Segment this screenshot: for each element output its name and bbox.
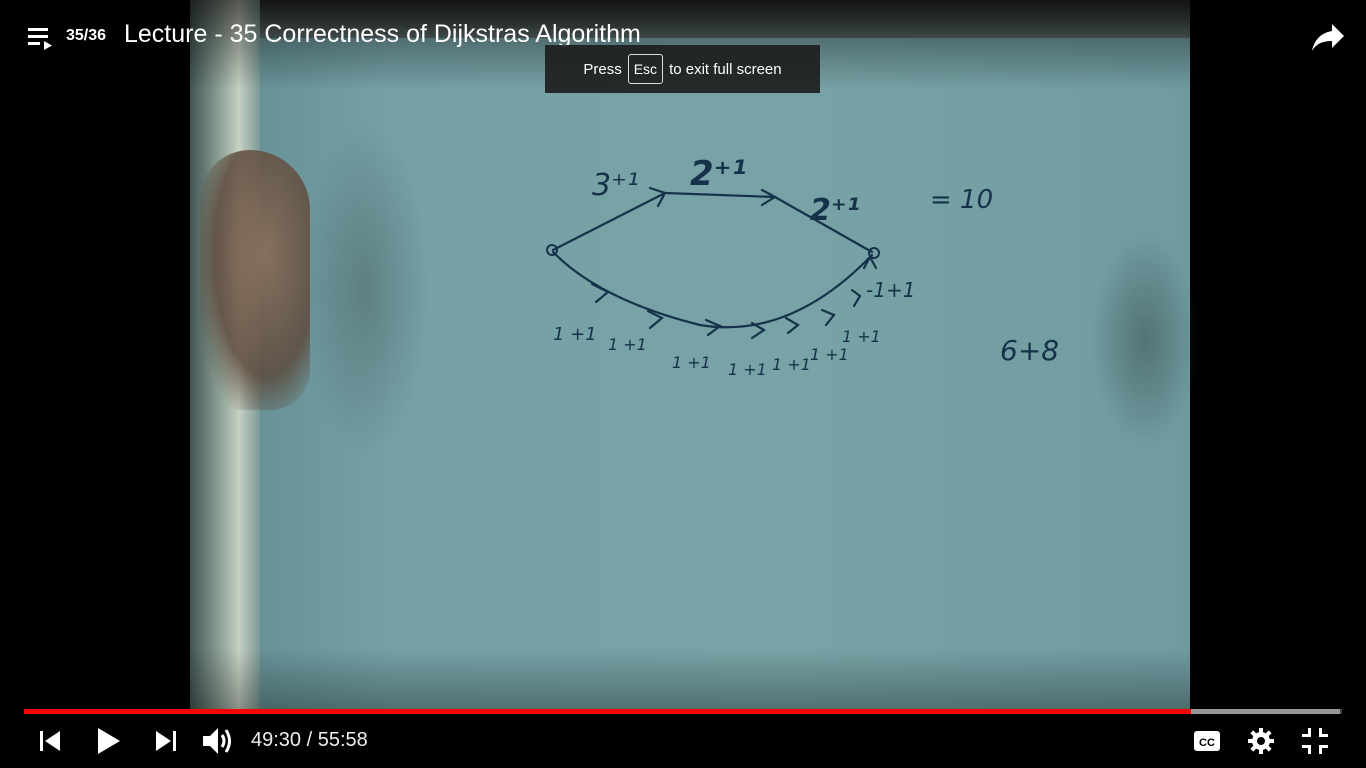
- lower-edge-label: 1 +1: [842, 327, 881, 346]
- lower-edge-label: 1 +1: [728, 360, 767, 379]
- arrowhead: [590, 282, 610, 304]
- duration: 55:58: [317, 729, 368, 751]
- toast-prefix: Press: [583, 60, 622, 78]
- exit-fullscreen-icon[interactable]: [1301, 727, 1329, 755]
- share-icon[interactable]: [1310, 20, 1346, 54]
- arrowhead: [704, 318, 723, 337]
- playlist-icon[interactable]: [26, 24, 54, 52]
- target-node: [868, 247, 880, 259]
- presenter-hand: [200, 150, 310, 410]
- toast-suffix: to exit full screen: [669, 60, 782, 78]
- whiteboard: [190, 0, 1190, 712]
- lower-edge-label: 1 +1: [772, 355, 811, 374]
- lower-edge-label: 1 +1: [553, 324, 597, 345]
- source-node: [546, 244, 558, 256]
- esc-key-badge: Esc: [627, 54, 664, 84]
- play-icon[interactable]: [94, 726, 122, 756]
- svg-text:CC: CC: [1199, 737, 1215, 749]
- lower-total: 6+8: [1000, 334, 1059, 367]
- time-display: 49:30 / 55:58: [251, 729, 368, 752]
- progress-bar[interactable]: [24, 709, 1342, 714]
- lower-path: [551, 250, 874, 329]
- upper-edge-3: [773, 195, 874, 254]
- fullscreen-toast: Press Esc to exit full screen: [545, 45, 820, 93]
- upper-edge-1: [551, 191, 667, 252]
- upper-edge-label-1: 3⁺¹: [592, 168, 639, 203]
- previous-icon[interactable]: [38, 729, 64, 753]
- shadow: [300, 120, 430, 460]
- arrowhead: [646, 309, 664, 330]
- current-time: 49:30: [251, 729, 302, 751]
- arrowhead: [784, 316, 800, 335]
- upper-edge-label-2: 2⁺¹: [690, 154, 747, 194]
- shadow: [1090, 230, 1200, 450]
- arrowhead: [750, 321, 767, 340]
- lower-edge-label: 1 +1: [672, 353, 711, 372]
- next-icon[interactable]: [152, 729, 178, 753]
- video-title[interactable]: Lecture - 35 Correctness of Dijkstras Al…: [124, 20, 641, 48]
- arrowhead: [820, 308, 836, 327]
- time-separator: /: [301, 729, 318, 751]
- captions-icon[interactable]: CC: [1193, 729, 1221, 753]
- upper-total: = 10: [930, 185, 993, 215]
- progress-played: [24, 709, 1192, 714]
- settings-icon[interactable]: [1247, 727, 1275, 755]
- arrowhead: [850, 288, 862, 308]
- last-edge-label: -1+1: [866, 278, 915, 302]
- upper-edge-2: [663, 191, 777, 199]
- lower-edge-label: 1 +1: [810, 345, 849, 364]
- upper-edge-label-3: 2⁺¹: [810, 193, 860, 228]
- lower-edge-label: 1 +1: [608, 335, 647, 354]
- playlist-position: 35/36: [66, 27, 107, 44]
- volume-icon[interactable]: [201, 725, 235, 757]
